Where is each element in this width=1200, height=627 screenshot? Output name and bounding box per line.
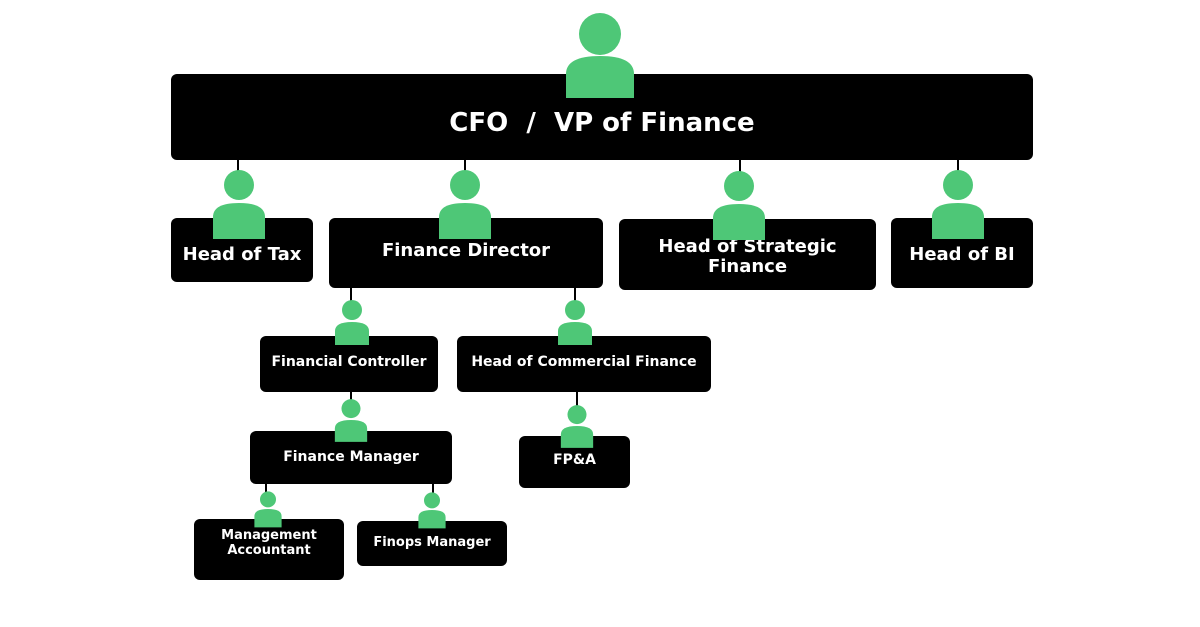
person-icon <box>709 170 769 240</box>
connector-manager-finops <box>432 482 434 494</box>
node-cfo-label-rest: VP of Finance <box>553 107 755 138</box>
node-management-accountant-line2: Accountant <box>227 542 311 558</box>
node-head-of-strategic-finance-label: Head of Strategic Finance <box>658 235 837 277</box>
node-finance-director-label: Finance Director <box>381 240 551 262</box>
connector-director-commercial <box>574 286 576 302</box>
connector-root-bi <box>957 158 959 172</box>
node-fpa-label: FP&A <box>553 452 596 469</box>
person-icon <box>416 491 448 529</box>
node-finops-manager: Finops Manager <box>357 521 507 566</box>
person-icon <box>560 12 640 98</box>
connector-root-tax <box>237 158 239 172</box>
person-icon <box>332 299 372 345</box>
person-icon <box>209 169 269 239</box>
connector-controller-manager <box>350 390 352 402</box>
connector-director-controller <box>350 286 352 302</box>
connector-root-director <box>464 158 466 172</box>
node-management-accountant: Management Accountant <box>194 519 344 580</box>
node-finance-manager-label: Finance Manager <box>283 448 419 465</box>
node-financial-controller: Financial Controller <box>260 336 438 392</box>
connector-commercial-fpa <box>576 390 578 406</box>
node-finance-director: Finance Director <box>329 218 603 288</box>
node-management-accountant-line1: Management <box>221 528 317 544</box>
person-icon <box>252 490 284 528</box>
node-financial-controller-label: Financial Controller <box>271 354 427 371</box>
node-cfo-label-sep: / <box>526 107 536 138</box>
connector-root-strategic <box>739 158 741 172</box>
node-cfo-label: CFO / VP of Finance <box>449 107 755 138</box>
node-finops-manager-label: Finops Manager <box>373 535 491 551</box>
person-icon <box>558 404 596 448</box>
person-icon <box>928 169 988 239</box>
node-head-of-commercial-finance: Head of Commercial Finance <box>457 336 711 392</box>
person-icon <box>555 299 595 345</box>
node-cfo-label-main: CFO <box>449 107 509 138</box>
person-icon <box>332 398 370 442</box>
person-icon <box>435 169 495 239</box>
node-head-of-commercial-finance-label: Head of Commercial Finance <box>471 354 697 371</box>
node-head-of-tax-label: Head of Tax <box>182 244 302 266</box>
node-head-of-bi-label: Head of BI <box>909 244 1015 266</box>
connector-manager-accountant <box>265 482 267 494</box>
